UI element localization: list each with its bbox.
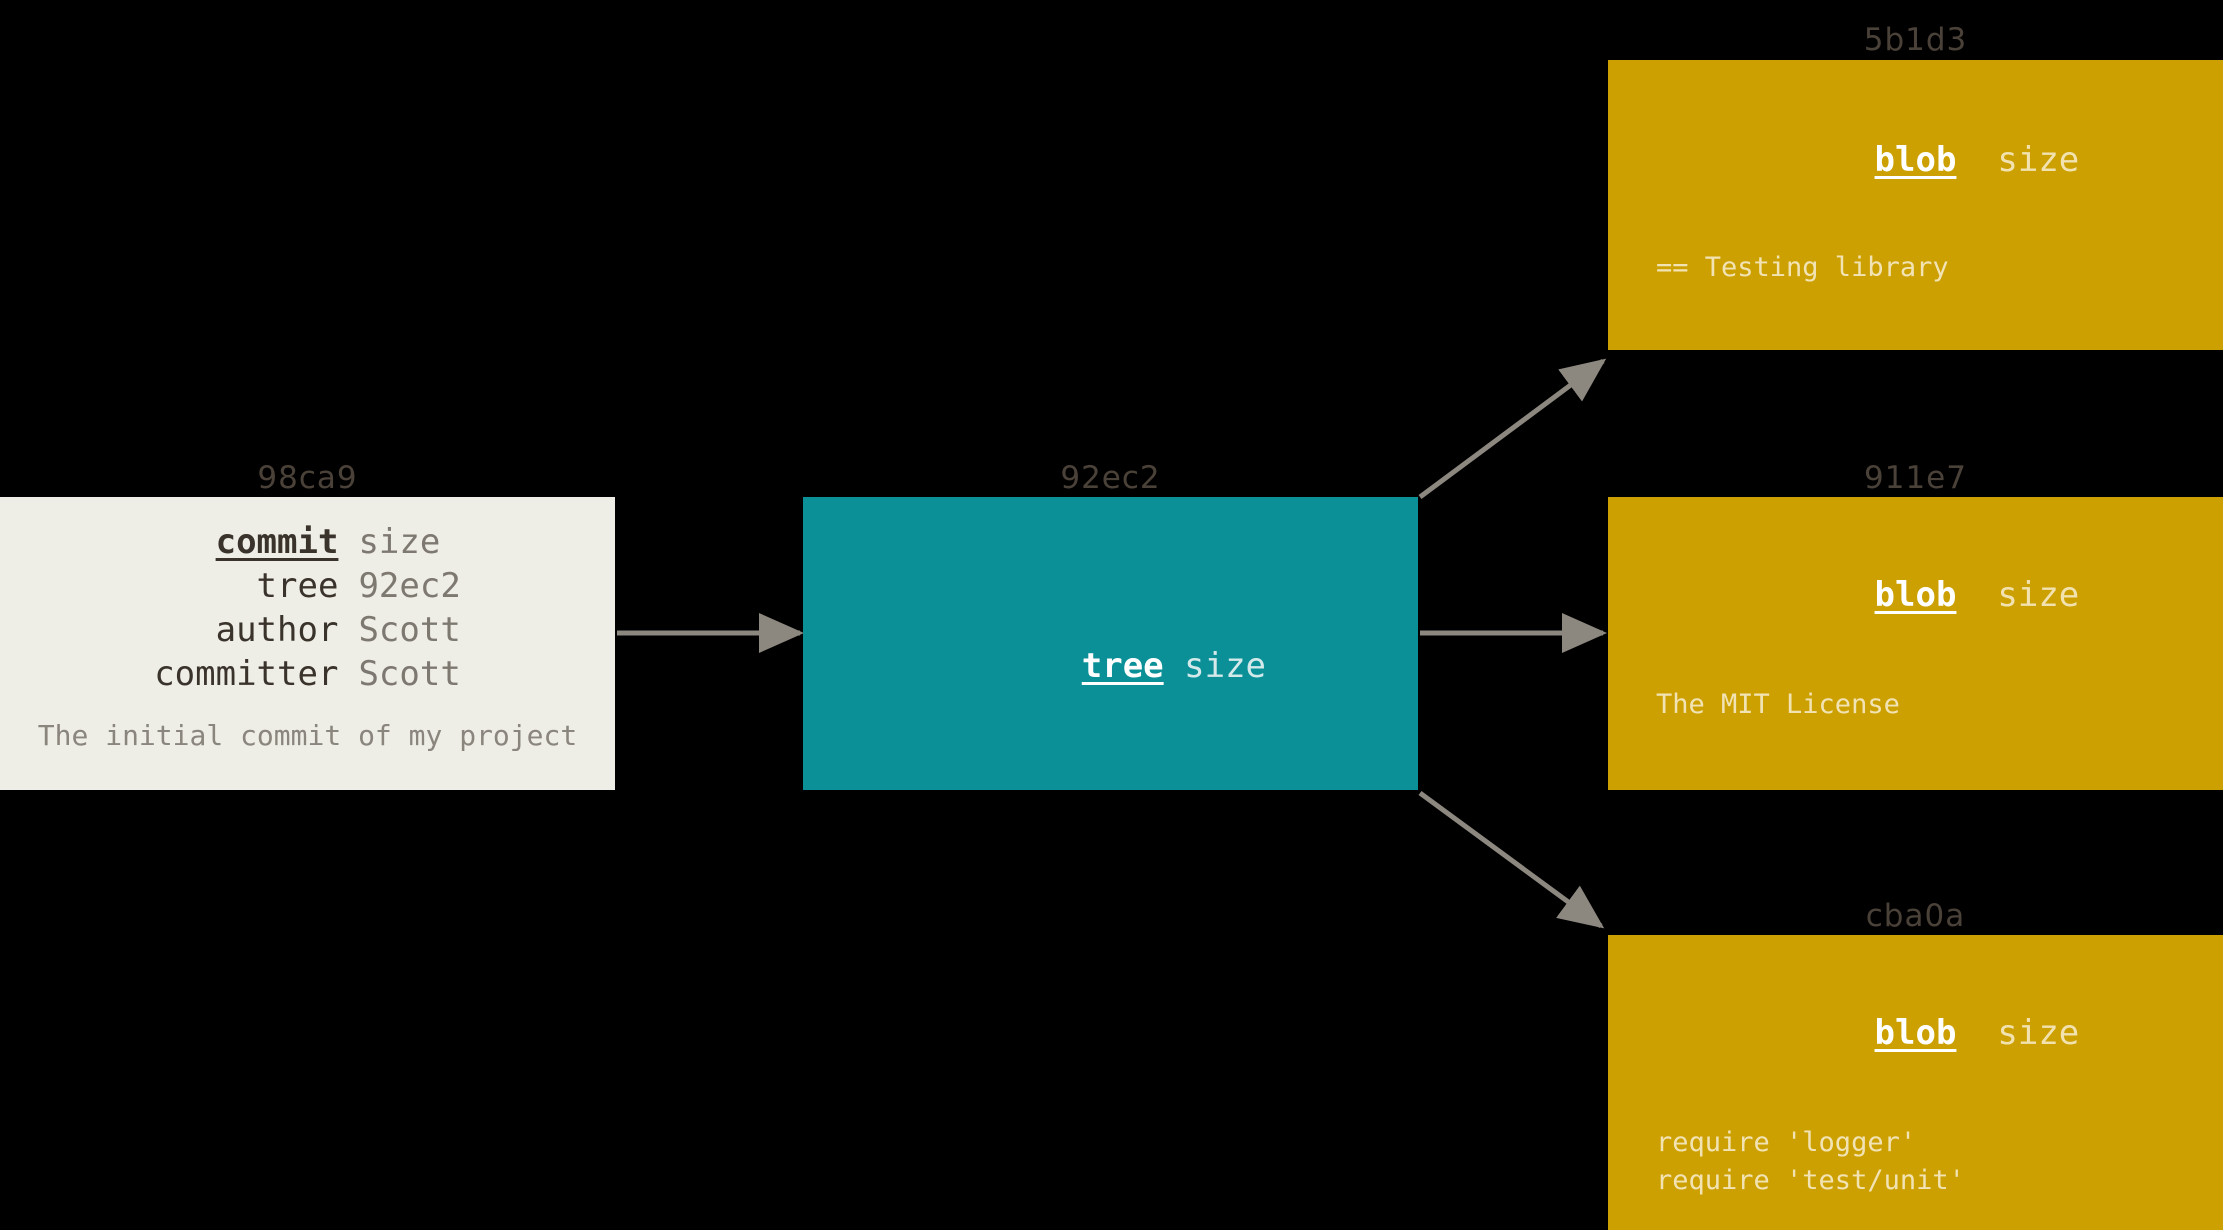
commit-keyword: commit: [215, 522, 339, 562]
commit-field-key-committer: committer: [154, 654, 339, 694]
blob-body-cba0a: require 'logger' require 'test/unit' cla…: [1656, 1047, 2211, 1230]
blob-header-911e7: blob size: [1608, 535, 2223, 655]
commit-field-value-author: Scott: [358, 610, 461, 650]
blob-header-5b1d3: blob size: [1608, 100, 2223, 220]
commit-field-row: tree 92ec2: [154, 569, 461, 613]
blob-body-911e7: The MIT License Copyright (c) 2008 Scott…: [1656, 609, 2211, 790]
blob-keyword: blob: [1874, 1013, 1957, 1054]
blob-hash-label-911e7: 911e7: [1864, 460, 1967, 496]
commit-field-key-author: author: [215, 610, 339, 650]
tree-size-label: size: [1184, 646, 1267, 686]
tree-hash-label: 92ec2: [1060, 460, 1161, 496]
commit-field-row: committer Scott: [154, 657, 461, 701]
tree-header-row: tree size: [918, 615, 1418, 717]
tree-entries: tree size blob 5b1d3 README blob 911e7 L…: [918, 547, 1418, 790]
blob-keyword: blob: [1874, 140, 1957, 181]
blob-size-label: size: [1997, 140, 2080, 181]
commit-node[interactable]: commit size tree 92ec2 author Scott comm…: [0, 497, 615, 790]
blob-body-5b1d3: == Testing library This library is used …: [1656, 172, 2211, 350]
commit-field-value-committer: Scott: [358, 654, 461, 694]
blob-size-label: size: [1997, 1013, 2080, 1054]
blob-header-cba0a: blob size: [1608, 973, 2223, 1093]
blob-hash-label-5b1d3: 5b1d3: [1863, 22, 1968, 58]
commit-field-key-tree: tree: [256, 566, 339, 606]
commit-field-value-tree: 92ec2: [358, 566, 461, 606]
commit-hash-label: 98ca9: [257, 460, 358, 496]
arrow-tree-to-blob-cba0a: [1418, 790, 1605, 929]
blob-hash-label-cba0a: cba0a: [1865, 898, 1966, 934]
tree-node[interactable]: tree size blob 5b1d3 README blob 911e7 L…: [803, 497, 1418, 790]
tree-keyword: tree: [1081, 646, 1164, 686]
commit-field-row: author Scott: [154, 613, 461, 657]
blob-size-label: size: [1997, 575, 2080, 616]
blob-paragraph: The MIT License: [1656, 688, 1900, 720]
blob-node-cba0a[interactable]: blob size require 'logger' require 'test…: [1608, 935, 2223, 1230]
blob-paragraph: == Testing library: [1656, 251, 1949, 283]
commit-fields-table: commit size tree 92ec2 author Scott comm…: [154, 525, 461, 701]
commit-header-row: commit size: [154, 525, 461, 569]
commit-size-label: size: [358, 522, 441, 562]
arrow-tree-to-blob-5b1d3: [1418, 358, 1607, 500]
blob-node-911e7[interactable]: blob size The MIT License Copyright (c) …: [1608, 497, 2223, 790]
blob-node-5b1d3[interactable]: blob size == Testing library This librar…: [1608, 60, 2223, 350]
blob-keyword: blob: [1874, 575, 1957, 616]
commit-message: The initial commit of my project: [37, 719, 578, 752]
blob-paragraph: require 'logger' require 'test/unit': [1656, 1126, 1965, 1196]
